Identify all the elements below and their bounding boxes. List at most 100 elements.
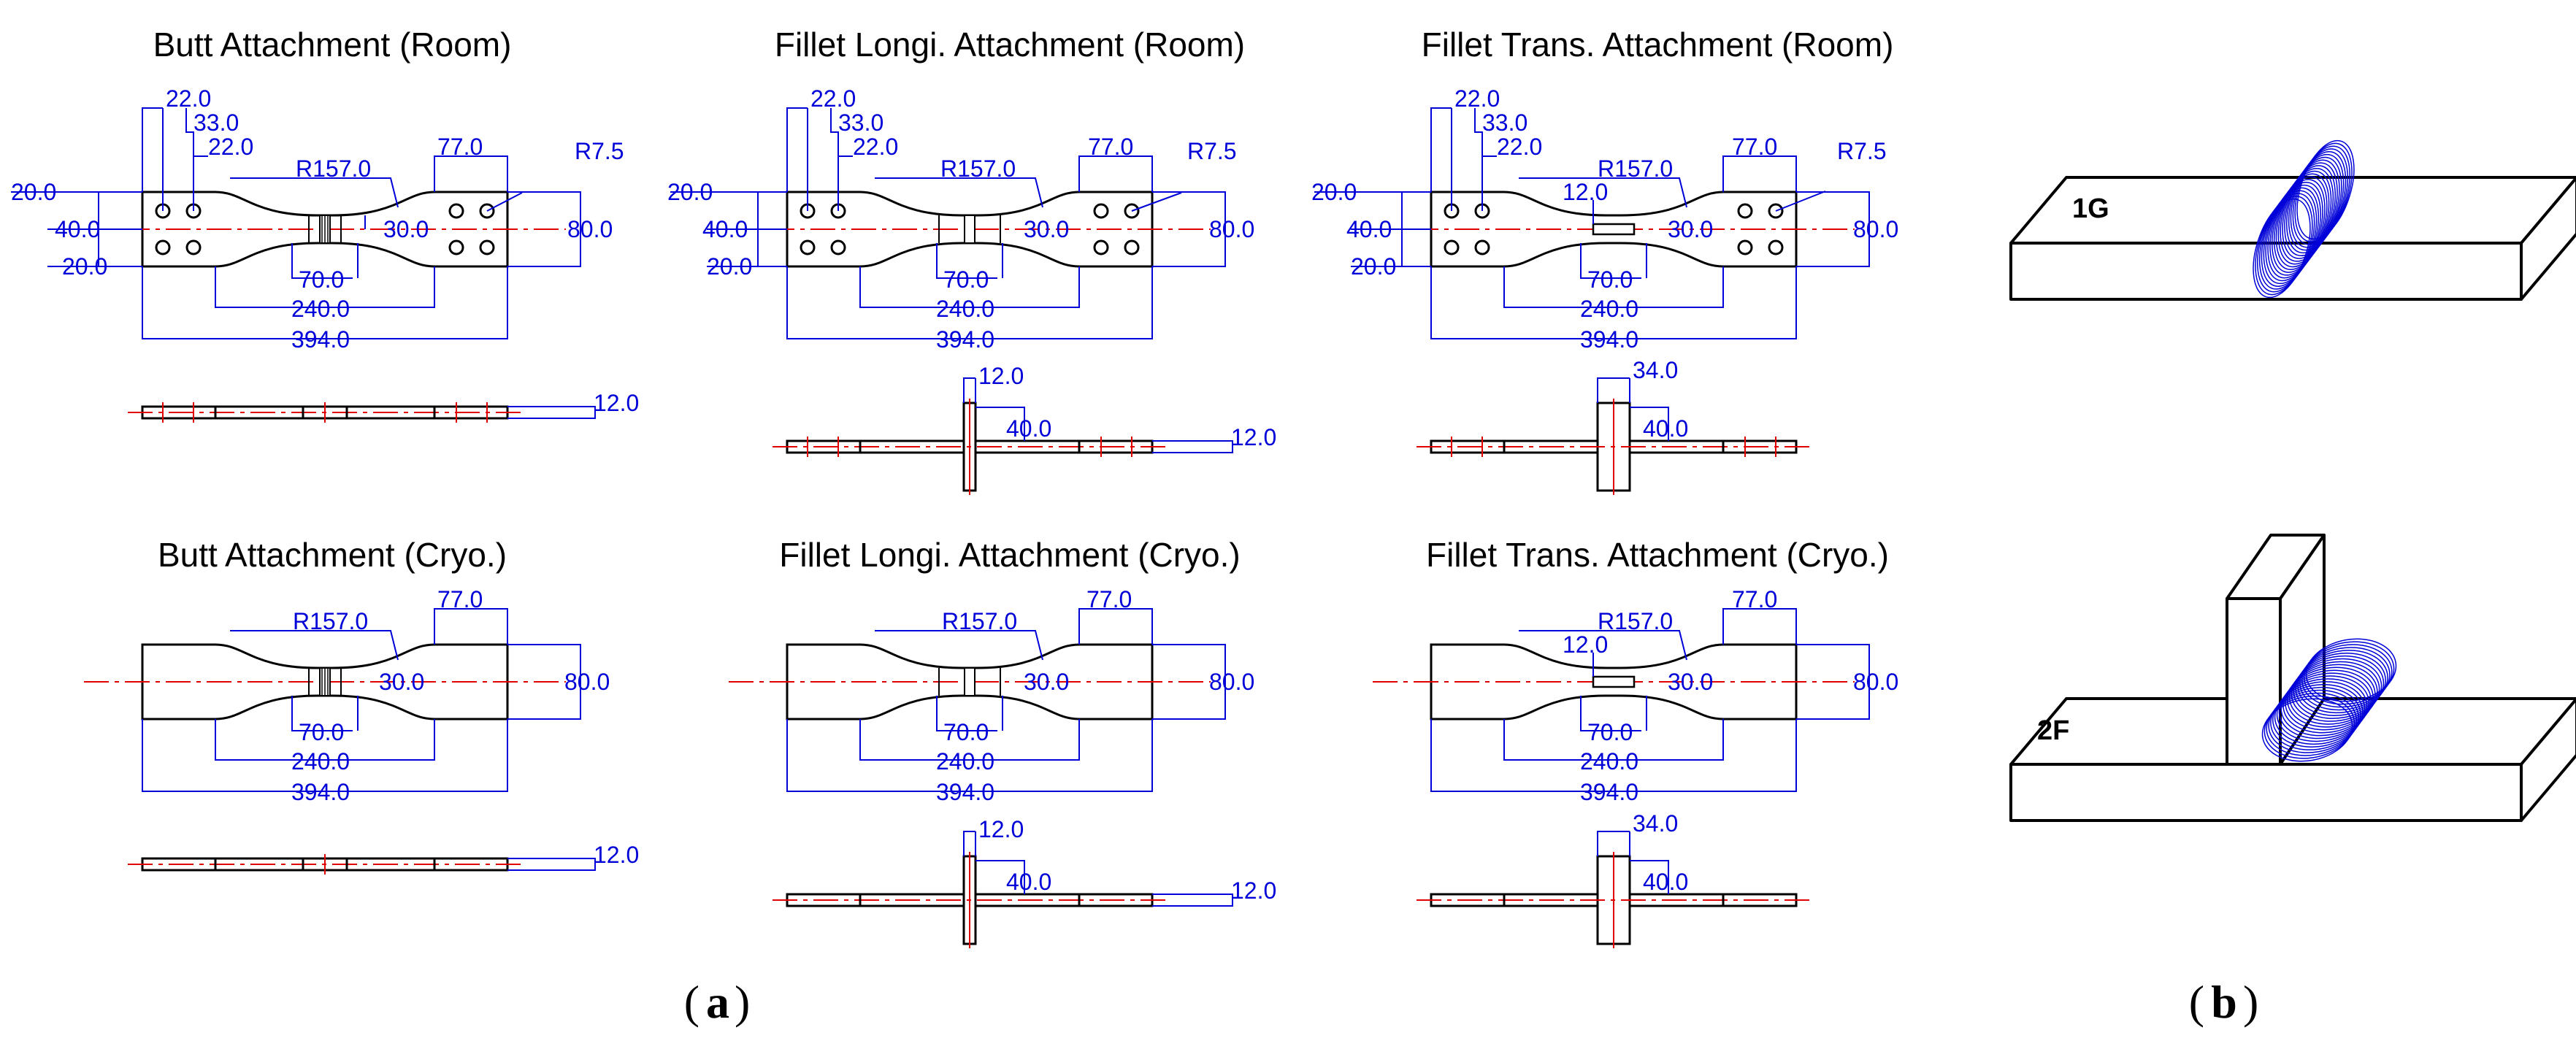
weld-pass <box>2301 644 2393 708</box>
weld-pass <box>2284 156 2342 257</box>
dim-70: 70.0 <box>1587 719 1633 745</box>
dim-12: 12.0 <box>978 816 1024 842</box>
specimen-longi-cryo: Fillet Longi. Attachment (Cryo.) R157.0 … <box>729 536 1276 948</box>
dim-40: 40.0 <box>702 216 748 242</box>
weld-pass <box>2294 142 2353 242</box>
dim-20: 20.0 <box>11 179 56 205</box>
dim-240: 240.0 <box>936 296 994 322</box>
dim-r157: R157.0 <box>940 155 1016 182</box>
dim-394: 394.0 <box>291 326 350 353</box>
caption-a: ( a ) <box>684 976 751 1028</box>
weld-pass <box>2297 650 2388 714</box>
dim-394: 394.0 <box>936 326 994 353</box>
dim-12b: 12.0 <box>1231 877 1276 904</box>
dim-40: 40.0 <box>1643 869 1688 895</box>
dim-20: 20.0 <box>667 179 713 205</box>
specimen-title: Fillet Longi. Attachment (Room) <box>775 26 1245 64</box>
dim-30: 30.0 <box>1024 216 1069 242</box>
dim-80: 80.0 <box>1209 669 1254 695</box>
dim-70: 70.0 <box>943 719 989 745</box>
dim-30: 30.0 <box>379 669 424 695</box>
svg-text:(: ( <box>684 976 699 1028</box>
dim-30: 30.0 <box>1024 669 1069 695</box>
dim-34: 34.0 <box>1633 810 1678 837</box>
dim-r157: R157.0 <box>942 608 1017 634</box>
weld-pass <box>2275 167 2334 268</box>
bolt-holes <box>155 203 495 255</box>
dim-240: 240.0 <box>1580 748 1638 775</box>
dim-20b: 20.0 <box>62 253 107 280</box>
position-label-1g: 1G <box>2072 193 2109 224</box>
dim-77: 77.0 <box>437 586 483 612</box>
specimen-butt-room: Butt Attachment (Room) <box>11 26 639 423</box>
dim-33: 33.0 <box>1482 109 1527 136</box>
weld-pass <box>2293 655 2385 719</box>
side-view: 12.0 40.0 12.0 <box>773 363 1276 495</box>
dim-77: 77.0 <box>1732 134 1777 160</box>
weld-pass <box>2255 196 2313 296</box>
weld-pass <box>2277 165 2336 265</box>
weld-pass <box>2296 139 2355 240</box>
dim-394: 394.0 <box>1580 779 1638 805</box>
dim-22: 22.0 <box>1454 85 1500 112</box>
specimen-trans-cryo: Fillet Trans. Attachment (Cryo.) R157.0 … <box>1373 536 1898 948</box>
dim-22: 22.0 <box>166 85 211 112</box>
dim-20b: 20.0 <box>1351 253 1396 280</box>
dim-240: 240.0 <box>1580 296 1638 322</box>
weld-pass <box>2285 666 2376 731</box>
dim-12: 12.0 <box>978 363 1024 389</box>
dim-22b: 22.0 <box>208 134 253 160</box>
weld-pass <box>2303 641 2395 705</box>
dim-30: 30.0 <box>383 216 429 242</box>
weld-pass <box>2258 190 2318 290</box>
dim-12: 12.0 <box>1563 631 1608 658</box>
base-plate-side <box>2520 697 2576 822</box>
dim-70: 70.0 <box>299 719 344 745</box>
dim-12: 12.0 <box>594 842 639 868</box>
specimen-butt-cryo: Butt Attachment (Cryo.) R157.0 77.0 30.0… <box>84 536 639 875</box>
dim-12: 12.0 <box>1563 179 1608 205</box>
dim-r157: R157.0 <box>293 608 368 634</box>
side-view: 12.0 <box>128 390 639 423</box>
dim-r75: R7.5 <box>1837 138 1887 164</box>
dim-30: 30.0 <box>1668 216 1713 242</box>
dim-394: 394.0 <box>291 779 350 805</box>
caption-b: ( b ) <box>2189 976 2259 1028</box>
dim-34: 34.0 <box>1633 357 1678 383</box>
dim-r157: R157.0 <box>1598 155 1673 182</box>
weld-pass <box>2288 661 2380 725</box>
dim-77: 77.0 <box>1732 586 1777 612</box>
specimen-title: Fillet Trans. Attachment (Room) <box>1422 26 1894 64</box>
dim-33: 33.0 <box>193 109 239 136</box>
weld-pass <box>2299 647 2391 711</box>
dim-22: 22.0 <box>810 85 856 112</box>
weld-pass <box>2269 176 2328 276</box>
side-view: 34.0 40.0 <box>1417 357 1811 495</box>
dim-77: 77.0 <box>1086 586 1132 612</box>
weld-pass <box>2265 181 2323 282</box>
dim-240: 240.0 <box>291 748 350 775</box>
dim-30: 30.0 <box>1668 669 1713 695</box>
weld-pass <box>2272 173 2330 273</box>
svg-text:(: ( <box>2189 976 2204 1028</box>
weld-pass <box>2273 170 2332 271</box>
weld-pass <box>2282 669 2374 734</box>
base-plate-front <box>2009 763 2523 822</box>
dim-80: 80.0 <box>564 669 610 695</box>
dim-70: 70.0 <box>943 266 989 293</box>
dim-20b: 20.0 <box>707 253 752 280</box>
side-view: 12.0 40.0 12.0 <box>773 816 1276 948</box>
dim-240: 240.0 <box>936 748 994 775</box>
dim-r75: R7.5 <box>575 138 624 164</box>
weld-pass <box>2305 638 2397 702</box>
dim-40: 40.0 <box>55 216 100 242</box>
dim-r157: R157.0 <box>1598 608 1673 634</box>
dim-r75: R7.5 <box>1187 138 1237 164</box>
side-view: 12.0 <box>128 842 639 875</box>
dim-80: 80.0 <box>1853 669 1898 695</box>
stem-front <box>2226 597 2282 766</box>
dim-240: 240.0 <box>291 296 350 322</box>
weld-pass <box>2291 658 2383 722</box>
